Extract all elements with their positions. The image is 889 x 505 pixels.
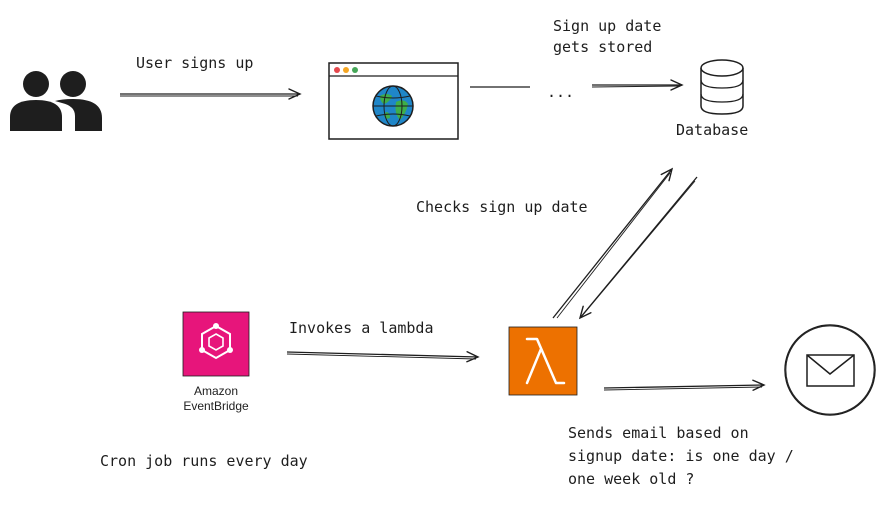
sends-email-label-line2: signup date: is one day /	[568, 447, 794, 465]
eventbridge-label-line2: EventBridge	[183, 399, 249, 413]
database-icon	[700, 59, 744, 115]
arrow-to-database	[591, 79, 684, 91]
arrow-lambda-to-email	[603, 379, 766, 391]
ellipsis-label: ...	[547, 83, 575, 101]
eventbridge-label-line1: Amazon	[193, 384, 239, 398]
arrow-database-to-lambda	[578, 176, 698, 320]
amazon-eventbridge-icon	[182, 311, 250, 377]
signup-date-stored-label-line1: Sign up date	[553, 17, 662, 35]
globe-icon	[372, 85, 414, 127]
sends-email-label-line3: one week old ?	[568, 470, 695, 488]
checks-signup-date-label: Checks sign up date	[416, 198, 588, 216]
user-signs-up-label: User signs up	[136, 54, 254, 72]
users-icon	[10, 71, 102, 131]
arrow-eventbridge-to-lambda	[286, 351, 480, 363]
invokes-lambda-label: Invokes a lambda	[289, 319, 434, 337]
signup-date-stored-label-line2: gets stored	[553, 38, 653, 56]
aws-lambda-icon	[508, 326, 578, 396]
sends-email-label-line1: Sends email based on	[568, 424, 749, 442]
arrow-lambda-to-database	[552, 167, 674, 319]
database-label: Database	[676, 121, 749, 139]
envelope-icon	[784, 324, 876, 416]
cron-job-label: Cron job runs every day	[100, 452, 308, 470]
arrow-user-to-browser	[120, 88, 302, 100]
